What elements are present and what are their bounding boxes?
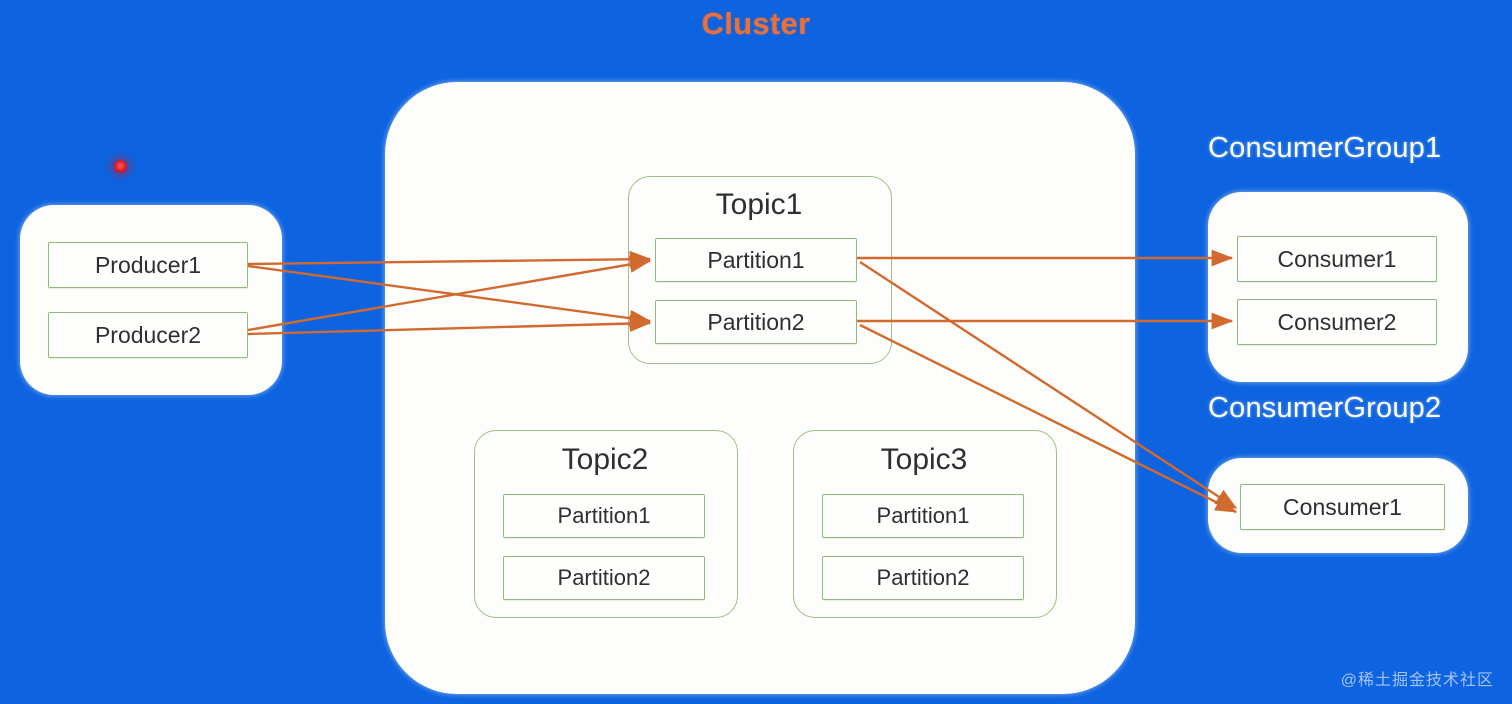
producer-box-producer2[interactable]: Producer2 bbox=[48, 312, 248, 358]
consumer-group-panel-1 bbox=[1208, 192, 1468, 382]
recording-dot-icon bbox=[114, 160, 127, 173]
partition-box-topic3-partition1[interactable]: Partition1 bbox=[822, 494, 1024, 538]
partition-box-topic1-partition1[interactable]: Partition1 bbox=[655, 238, 857, 282]
partition-box-topic3-partition2[interactable]: Partition2 bbox=[822, 556, 1024, 600]
watermark: @稀土掘金技术社区 bbox=[1340, 672, 1494, 689]
partition-box-topic1-partition2[interactable]: Partition2 bbox=[655, 300, 857, 344]
page-title: Cluster bbox=[701, 6, 811, 41]
producers-panel bbox=[20, 205, 282, 395]
topic-title-topic1: Topic1 bbox=[715, 188, 803, 221]
partition-box-topic2-partition1[interactable]: Partition1 bbox=[503, 494, 705, 538]
topic-title-topic3: Topic3 bbox=[880, 443, 968, 476]
topic-title-topic2: Topic2 bbox=[561, 443, 649, 476]
partition-box-topic2-partition2[interactable]: Partition2 bbox=[503, 556, 705, 600]
consumer-box-group1-consumer2[interactable]: Consumer2 bbox=[1237, 299, 1437, 345]
consumer-box-group1-consumer1[interactable]: Consumer1 bbox=[1237, 236, 1437, 282]
consumer-group-caption-1: ConsumerGroup1 bbox=[1208, 132, 1442, 164]
producer-box-producer1[interactable]: Producer1 bbox=[48, 242, 248, 288]
consumer-group-caption-2: ConsumerGroup2 bbox=[1208, 392, 1442, 424]
consumer-box-group2-consumer1[interactable]: Consumer1 bbox=[1240, 484, 1445, 530]
